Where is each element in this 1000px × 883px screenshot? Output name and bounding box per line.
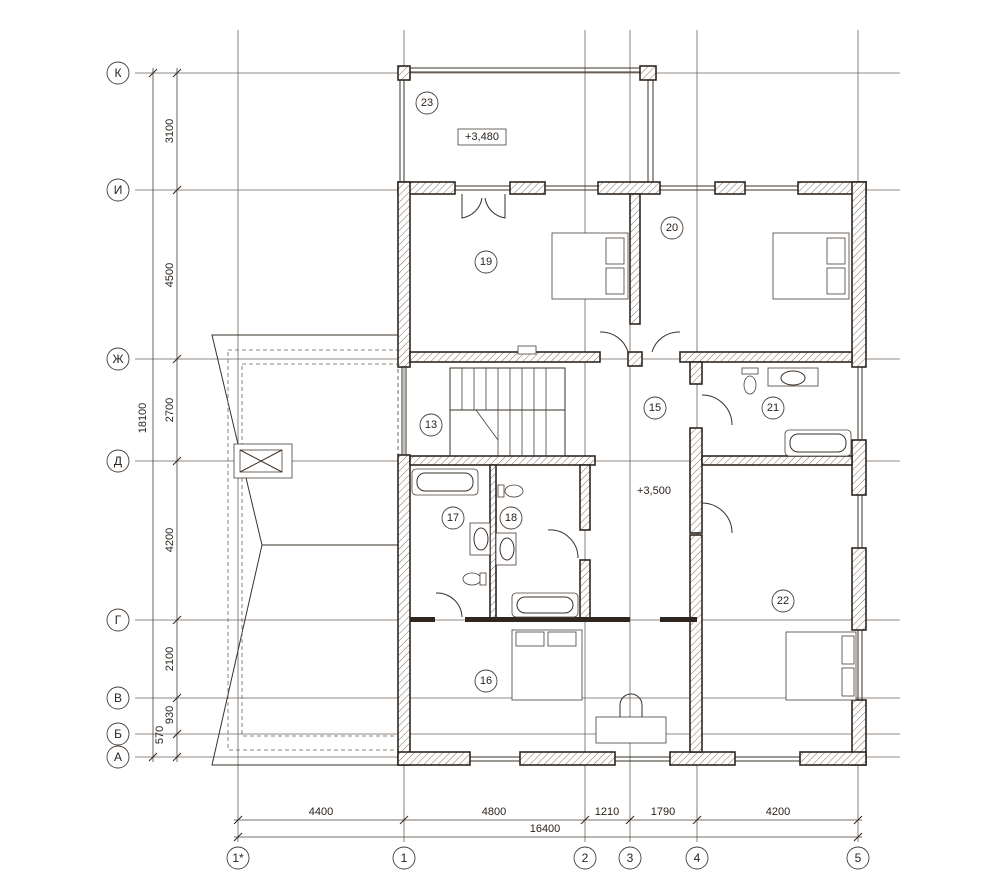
lower-roof — [211, 334, 399, 766]
room-number: 13 — [425, 419, 437, 431]
dimension: 4400 — [309, 806, 333, 818]
bathtub-icon — [784, 429, 852, 457]
axis-label: Д — [114, 454, 122, 468]
bathtub-icon — [511, 592, 579, 618]
row-axis-markers: К И Ж Д Г В Б А — [106, 61, 130, 769]
dimension-total: 16400 — [530, 823, 561, 835]
room-number: 19 — [480, 256, 492, 268]
dimension: 4800 — [482, 806, 506, 818]
bed-icon — [785, 631, 857, 701]
toilet-icon — [497, 484, 524, 498]
room-labels: 23 19 20 15 21 13 17 18 22 16 — [415, 91, 795, 693]
toilet-icon — [741, 367, 759, 395]
dimension: 3100 — [164, 119, 176, 143]
dimension: 4200 — [164, 528, 176, 552]
room-number: 21 — [767, 402, 779, 414]
toilet-icon — [462, 572, 487, 586]
dimension: 2700 — [164, 398, 176, 422]
bathtub-icon — [411, 468, 479, 496]
level-marks: +3,480 +3,500 — [457, 128, 671, 497]
axis-label: 1 — [401, 851, 408, 865]
bed-icon — [772, 232, 850, 300]
dimension: 930 — [164, 706, 176, 724]
axis-label: Ж — [112, 352, 123, 366]
room-number: 17 — [447, 512, 459, 524]
horizontal-dimensions: 4400 4800 1210 1790 4200 16400 — [233, 806, 863, 842]
desk-icon — [595, 693, 667, 744]
axis-label: 1* — [232, 851, 244, 865]
vertical-dimensions: 18100 3100 4500 2700 4200 2100 930 570 — [137, 68, 182, 762]
dimension: 1210 — [595, 806, 619, 818]
radiator-icon — [517, 345, 537, 355]
dimension: 4200 — [766, 806, 790, 818]
axis-label: Б — [114, 727, 122, 741]
dimension: 2100 — [164, 647, 176, 671]
axis-label: А — [114, 750, 122, 764]
level-balcony: +3,480 — [465, 131, 499, 143]
axis-label: 4 — [694, 851, 701, 865]
bed-icon — [511, 629, 583, 701]
dimension-total: 18100 — [137, 403, 149, 434]
room-number: 22 — [777, 595, 789, 607]
level-floor: +3,500 — [637, 485, 671, 497]
room-number: 23 — [421, 97, 433, 109]
axis-label: И — [114, 183, 123, 197]
furniture — [411, 232, 857, 744]
room-number: 16 — [480, 675, 492, 687]
axis-label: 3 — [627, 851, 634, 865]
axis-label: Г — [115, 613, 122, 627]
axis-label: 2 — [582, 851, 589, 865]
balcony — [397, 65, 657, 182]
sink-icon — [767, 367, 819, 387]
sink-icon — [495, 532, 517, 566]
column-axis-markers: 1* 1 2 3 4 5 — [226, 846, 870, 870]
room-number: 20 — [666, 222, 678, 234]
walls — [397, 181, 867, 766]
staircase — [449, 367, 566, 457]
dimension: 4500 — [164, 263, 176, 287]
dimension: 1790 — [651, 806, 675, 818]
dimension: 570 — [154, 726, 166, 744]
sink-icon — [469, 522, 491, 556]
axis-label: 5 — [855, 851, 862, 865]
bed-icon — [551, 232, 629, 300]
room-number: 15 — [649, 402, 661, 414]
axis-label: К — [115, 66, 122, 80]
axis-label: В — [114, 691, 122, 705]
doors — [435, 194, 733, 618]
room-number: 18 — [505, 512, 517, 524]
